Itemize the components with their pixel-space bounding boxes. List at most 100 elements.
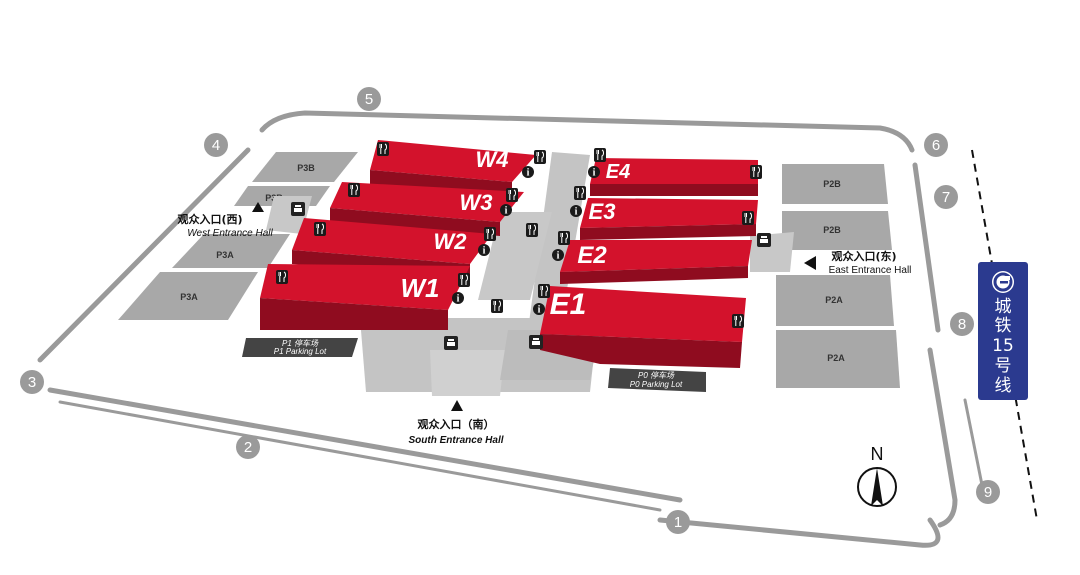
hall-e3[interactable]: E3 bbox=[580, 198, 758, 240]
metro-char: 铁 bbox=[995, 316, 1012, 336]
gate-8[interactable]: 8 bbox=[950, 312, 974, 336]
metro-char: 城 bbox=[995, 297, 1012, 317]
hall-e1[interactable]: E1 bbox=[540, 286, 746, 368]
compass: N bbox=[857, 444, 897, 507]
entrance-label-zh: 观众入口(东) bbox=[831, 249, 896, 263]
svg-text:2: 2 bbox=[244, 439, 252, 456]
fork-knife-icon[interactable] bbox=[731, 313, 745, 329]
gate-9[interactable]: 9 bbox=[976, 480, 1000, 504]
gate-4[interactable]: 4 bbox=[204, 133, 228, 157]
west-entrance[interactable]: 观众入口(西) West Entrance Hall bbox=[177, 202, 273, 239]
triangle-marker-icon bbox=[804, 256, 816, 270]
metro-logo-icon bbox=[993, 272, 1013, 292]
fork-knife-icon[interactable] bbox=[749, 164, 763, 180]
info-icon[interactable] bbox=[522, 166, 534, 179]
fork-knife-icon[interactable] bbox=[525, 222, 539, 238]
hall-label: W2 bbox=[434, 229, 468, 254]
svg-text:3: 3 bbox=[28, 374, 36, 391]
svg-text:7: 7 bbox=[942, 189, 950, 206]
hall-label: E3 bbox=[589, 199, 616, 224]
entrance-label-en: West Entrance Hall bbox=[187, 228, 273, 239]
east-entrance[interactable]: 观众入口(东) East Entrance Hall bbox=[804, 249, 911, 276]
triangle-marker-icon bbox=[451, 400, 463, 411]
entrance-label-en: South Entrance Hall bbox=[408, 435, 503, 446]
fork-knife-icon[interactable] bbox=[457, 272, 471, 288]
parking-label: P3A bbox=[180, 292, 198, 302]
svg-text:9: 9 bbox=[984, 484, 992, 501]
entrance-label-en: East Entrance Hall bbox=[829, 265, 912, 276]
parking-lot-p3b[interactable] bbox=[252, 152, 358, 182]
gate-6[interactable]: 6 bbox=[924, 133, 948, 157]
fork-knife-icon[interactable] bbox=[741, 210, 755, 226]
south-entrance[interactable]: 观众入口（南） South Entrance Hall bbox=[408, 400, 504, 446]
fork-knife-icon[interactable] bbox=[593, 147, 607, 163]
gate-2[interactable]: 2 bbox=[236, 435, 260, 459]
parking-lot-p1[interactable]: P1 停车场 P1 Parking Lot bbox=[242, 338, 358, 357]
parking-lot-p2b[interactable] bbox=[782, 164, 888, 204]
fork-knife-icon[interactable] bbox=[275, 269, 289, 285]
lot-label-zh: P0 停车场 bbox=[638, 371, 675, 380]
hall-label: W1 bbox=[401, 273, 440, 303]
fork-knife-icon[interactable] bbox=[557, 230, 571, 246]
fork-knife-icon[interactable] bbox=[573, 185, 587, 201]
parking-label: P2A bbox=[827, 353, 845, 363]
info-icon[interactable] bbox=[478, 244, 490, 257]
fork-knife-icon[interactable] bbox=[313, 221, 327, 237]
parking-lot-p2a[interactable] bbox=[776, 275, 894, 326]
metro-line-15[interactable]: 城 铁 15 号 线 bbox=[978, 262, 1028, 400]
lot-label-en: P1 Parking Lot bbox=[274, 347, 327, 356]
hall-label: E4 bbox=[606, 161, 630, 183]
info-icon[interactable] bbox=[452, 292, 464, 305]
svg-text:6: 6 bbox=[932, 137, 940, 154]
svg-text:4: 4 bbox=[212, 137, 220, 154]
parking-lot-p3a-lower[interactable] bbox=[118, 272, 258, 320]
metro-char: 线 bbox=[995, 376, 1012, 396]
compass-icon bbox=[857, 467, 897, 507]
gate-1[interactable]: 1 bbox=[666, 510, 690, 534]
fork-knife-icon[interactable] bbox=[537, 283, 551, 299]
service-desk-icon[interactable] bbox=[757, 233, 771, 247]
compass-north-label: N bbox=[871, 444, 884, 464]
hall-label: E1 bbox=[550, 288, 587, 321]
hall-e4[interactable]: E4 bbox=[590, 158, 758, 196]
gate-markers: 1 2 3 4 5 6 7 8 9 bbox=[20, 87, 1000, 534]
lot-label-zh: P1 停车场 bbox=[282, 339, 319, 348]
svg-text:5: 5 bbox=[365, 91, 373, 108]
entrance-label-zh: 观众入口(西) bbox=[177, 212, 242, 226]
parking-lot-p2a-lower[interactable] bbox=[776, 330, 900, 388]
lot-label-en: P0 Parking Lot bbox=[630, 380, 683, 389]
service-desk-icon[interactable] bbox=[529, 335, 543, 349]
svg-text:1: 1 bbox=[674, 514, 682, 531]
gate-5[interactable]: 5 bbox=[357, 87, 381, 111]
fork-knife-icon[interactable] bbox=[483, 226, 497, 242]
parking-east: P2B P2B P2A P2A bbox=[776, 164, 900, 388]
parking-west: P3B P3B P3A P3A bbox=[118, 152, 358, 320]
entrance-label-zh: 观众入口（南） bbox=[418, 417, 495, 431]
metro-char: 号 bbox=[995, 356, 1012, 376]
boundary-road bbox=[37, 110, 987, 548]
hall-label: W3 bbox=[460, 190, 493, 215]
fork-knife-icon[interactable] bbox=[490, 298, 504, 314]
parking-label: P2B bbox=[823, 225, 841, 235]
parking-label: P2A bbox=[825, 295, 843, 305]
parking-lot-p3a[interactable] bbox=[172, 234, 290, 268]
parking-lot-p2b-lower[interactable] bbox=[782, 211, 892, 250]
parking-label: P3A bbox=[216, 250, 234, 260]
fork-knife-icon[interactable] bbox=[376, 141, 390, 157]
fork-knife-icon[interactable] bbox=[505, 187, 519, 203]
parking-label: P2B bbox=[823, 179, 841, 189]
gate-7[interactable]: 7 bbox=[934, 185, 958, 209]
hall-label: E2 bbox=[577, 242, 607, 269]
hall-w1[interactable]: W1 bbox=[260, 264, 470, 330]
service-desk-icon[interactable] bbox=[444, 336, 458, 350]
triangle-marker-icon bbox=[252, 202, 264, 212]
service-desk-icon[interactable] bbox=[291, 202, 305, 216]
parking-lot-p0[interactable]: P0 停车场 P0 Parking Lot bbox=[608, 368, 706, 392]
metro-number: 15 bbox=[992, 336, 1014, 356]
fork-knife-icon[interactable] bbox=[533, 149, 547, 165]
hall-w3[interactable]: W3 bbox=[330, 182, 524, 236]
fork-knife-icon[interactable] bbox=[347, 182, 361, 198]
gate-3[interactable]: 3 bbox=[20, 370, 44, 394]
hall-e2[interactable]: E2 bbox=[560, 240, 752, 284]
